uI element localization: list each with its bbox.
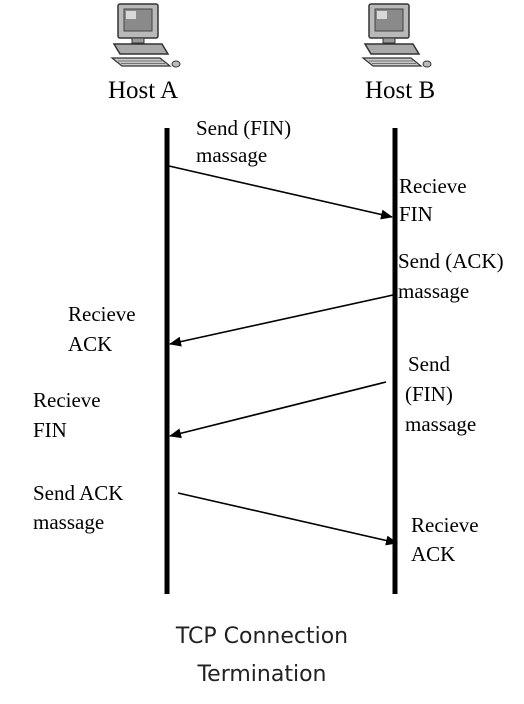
host-b-computer-icon	[362, 3, 432, 68]
message-3-recv-line-1: Recieve	[33, 388, 101, 412]
message-1-send-line-1: Send (FIN)	[196, 116, 292, 140]
message-arrow-2	[169, 294, 394, 347]
message-4-send-line-2: massage	[33, 510, 105, 534]
message-2-send-line-2: massage	[398, 279, 470, 303]
message-4-recv-line-1: Recieve	[411, 513, 479, 537]
caption-line-1: TCP Connection	[175, 624, 349, 649]
message-3-recv-line-2: FIN	[33, 418, 67, 442]
message-1-recv-line-2: FIN	[399, 202, 433, 226]
message-2-recv-line-2: ACK	[68, 332, 113, 356]
message-3-send-line-3: massage	[405, 412, 477, 436]
host-a-computer-icon	[111, 3, 181, 68]
message-1-send-line-2: massage	[196, 143, 268, 167]
message-3-send-line-1: Send	[408, 352, 450, 376]
message-2-recv-line-1: Recieve	[68, 302, 136, 326]
host-b-label: Host B	[365, 77, 436, 104]
message-arrow-1	[168, 165, 393, 220]
message-3-send-line-2: (FIN)	[405, 382, 453, 406]
message-4-recv-line-2: ACK	[411, 542, 456, 566]
caption-line-2: Termination	[197, 662, 327, 687]
message-2-send-line-1: Send (ACK)	[398, 249, 504, 273]
host-a-label: Host A	[108, 77, 179, 104]
message-arrow-3	[169, 381, 387, 439]
message-4-send-line-1: Send ACK	[33, 481, 124, 505]
message-1-recv-line-1: Recieve	[399, 174, 467, 198]
message-arrow-4	[177, 492, 398, 546]
